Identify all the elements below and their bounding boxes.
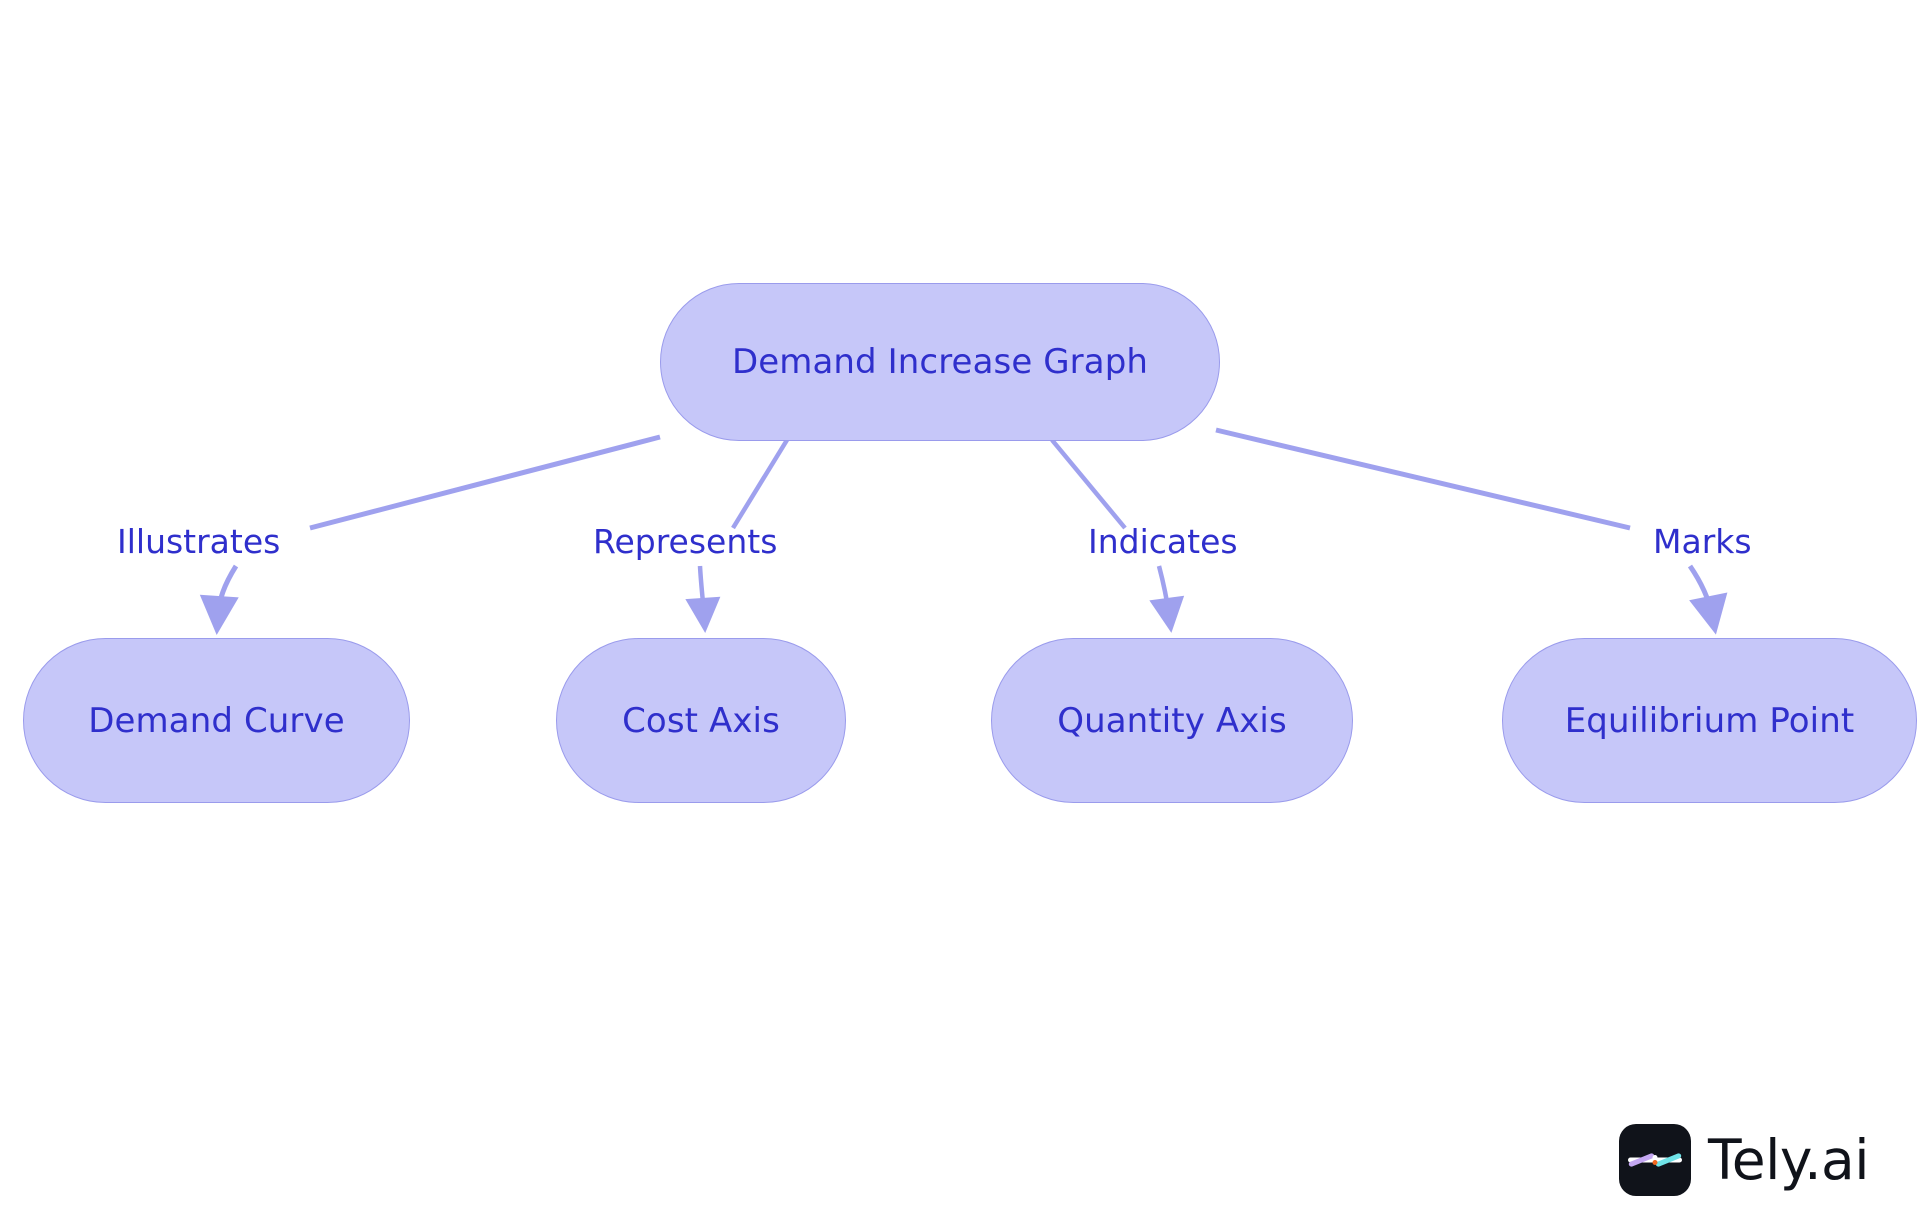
node-demand-increase-graph[interactable]: Demand Increase Graph (660, 283, 1220, 441)
edge-arrow-marks (1687, 564, 1728, 635)
edge-arrow-illustrates (199, 564, 239, 635)
edge-line-illustrates (309, 434, 661, 531)
node-equilibrium-point[interactable]: Equilibrium Point (1502, 638, 1917, 803)
edge-label-illustrates: Illustrates (117, 522, 281, 561)
node-cost-axis[interactable]: Cost Axis (556, 638, 846, 803)
node-label: Equilibrium Point (1564, 700, 1855, 741)
edge-line-marks (1215, 427, 1631, 531)
node-label: Demand Curve (88, 700, 345, 741)
node-label: Cost Axis (622, 700, 780, 741)
edge-label-indicates: Indicates (1088, 522, 1238, 561)
node-demand-curve[interactable]: Demand Curve (23, 638, 410, 803)
node-label: Quantity Axis (1057, 700, 1287, 741)
tely-asterisk-icon (1619, 1124, 1691, 1196)
edge-arrow-represents (685, 565, 721, 633)
edge-label-marks: Marks (1653, 522, 1752, 561)
tely-ai-logo: Tely.ai (1619, 1124, 1870, 1196)
edge-line-indicates (1050, 438, 1127, 530)
logo-wordmark: Tely.ai (1708, 1127, 1870, 1192)
edge-label-represents: Represents (593, 522, 778, 561)
node-quantity-axis[interactable]: Quantity Axis (991, 638, 1353, 803)
edge-line-represents (731, 438, 789, 530)
node-label: Demand Increase Graph (731, 342, 1149, 382)
edge-arrow-indicates (1149, 565, 1185, 633)
